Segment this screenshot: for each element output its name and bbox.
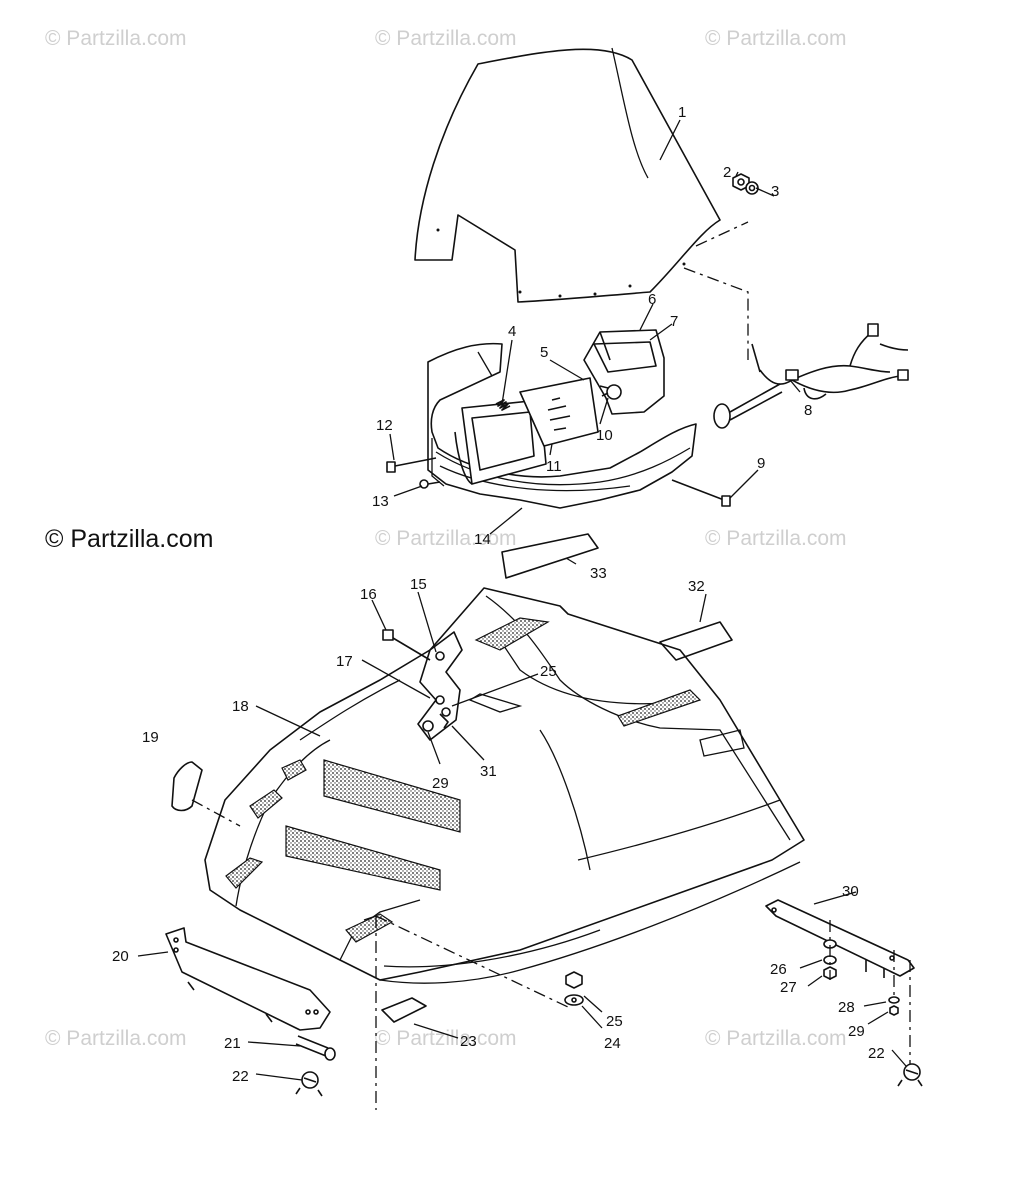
callout-8: 8 [804, 402, 812, 419]
nut-washer [564, 971, 584, 1006]
hood [204, 587, 805, 984]
callout-25: 25 [540, 663, 557, 680]
dashline [191, 799, 241, 827]
screw [419, 479, 441, 489]
headlight-housing [583, 329, 665, 415]
grab-handle [171, 761, 203, 812]
callout-21: 21 [224, 1035, 241, 1052]
callout-7: 7 [670, 313, 678, 330]
callout-12: 12 [376, 417, 393, 434]
decal-32 [659, 621, 733, 661]
callout-18: 18 [232, 698, 249, 715]
callout-11: 11 [546, 458, 562, 475]
watermark: © Partzilla.com [375, 27, 517, 50]
callout-30: 30 [842, 883, 859, 900]
callout-1: 1 [678, 104, 686, 121]
callout-22: 22 [232, 1068, 249, 1085]
callout-2: 2 [723, 164, 731, 181]
hood-bracket-right [765, 899, 915, 978]
callout-13: 13 [372, 493, 389, 510]
leader-lines [137, 119, 907, 1081]
callout-26: 26 [770, 961, 787, 978]
watermark-main: © Partzilla.com [45, 525, 213, 553]
watermark: © Partzilla.com [375, 527, 517, 550]
callout-27: 27 [780, 979, 797, 996]
retaining-clip [295, 1071, 323, 1097]
dashline [695, 221, 749, 247]
callout-3: 3 [771, 183, 779, 200]
headlight-bezel [454, 399, 547, 485]
hood-bracket-left [165, 927, 331, 1031]
callout-14: 14 [474, 531, 491, 548]
callout-17: 17 [336, 653, 353, 670]
retaining-clip [897, 1063, 923, 1087]
callout-25: 25 [606, 1013, 623, 1030]
watermark: © Partzilla.com [705, 27, 847, 50]
callout-29: 29 [432, 775, 449, 792]
headlight-lamp [519, 377, 599, 447]
callout-10: 10 [596, 427, 613, 444]
watermark: © Partzilla.com [375, 1027, 517, 1050]
callouts: 1 2 3 4 5 6 7 8 9 10 11 12 13 14 15 16 1… [112, 104, 885, 1085]
callout-9: 9 [757, 455, 765, 472]
watermark: © Partzilla.com [45, 1027, 187, 1050]
callout-31: 31 [480, 763, 497, 780]
callout-29: 29 [848, 1023, 865, 1040]
dashline [683, 267, 749, 360]
screw [671, 479, 731, 507]
screw [386, 457, 437, 473]
windshield-nut [732, 173, 759, 195]
callout-6: 6 [648, 291, 656, 308]
dashline [893, 950, 911, 1070]
callout-15: 15 [410, 576, 427, 593]
leader [363, 915, 377, 921]
windshield [414, 47, 721, 303]
hood-latch-bracket [417, 631, 463, 741]
watermark: © Partzilla.com [705, 527, 847, 550]
headlight-bulb [599, 384, 622, 400]
callout-22: 22 [868, 1045, 885, 1062]
callout-5: 5 [540, 344, 548, 361]
washer-stack [823, 939, 900, 1016]
watermark: © Partzilla.com [705, 1027, 847, 1050]
watermark: © Partzilla.com [45, 27, 187, 50]
callout-24: 24 [604, 1035, 621, 1052]
dashline [375, 915, 571, 1009]
callout-32: 32 [688, 578, 705, 595]
callout-19: 19 [142, 729, 159, 746]
callout-23: 23 [460, 1033, 477, 1050]
callout-16: 16 [360, 586, 377, 603]
hood-pin [295, 1035, 336, 1061]
callout-20: 20 [112, 948, 129, 965]
callout-28: 28 [838, 999, 855, 1016]
decal-23 [381, 997, 427, 1023]
callout-33: 33 [590, 565, 607, 582]
bolt-16 [382, 629, 431, 661]
wiring-harness [751, 323, 909, 400]
ignition-key [713, 383, 783, 429]
callout-4: 4 [508, 323, 516, 340]
decal-33 [501, 533, 599, 579]
